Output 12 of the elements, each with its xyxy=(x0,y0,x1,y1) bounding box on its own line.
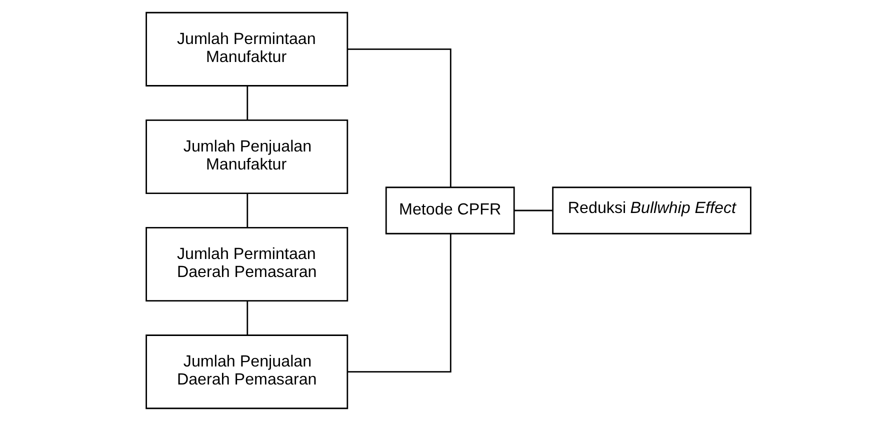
connector xyxy=(347,234,451,373)
node-box: Metode CPFR xyxy=(384,186,514,234)
node-box: Jumlah Permintaan Daerah Pemasaran xyxy=(145,227,348,302)
connector xyxy=(246,86,248,120)
connector xyxy=(246,193,248,228)
node-box: Jumlah Penjualan Manufaktur xyxy=(145,119,348,194)
connector xyxy=(347,48,451,188)
node-box: Jumlah Penjualan Daerah Pemasaran xyxy=(145,334,348,410)
connector xyxy=(246,300,248,335)
node-box: Reduksi Bullwhip Effect xyxy=(552,186,751,234)
node-box: Jumlah Permintaan Manufaktur xyxy=(145,12,348,86)
connector xyxy=(514,210,552,212)
